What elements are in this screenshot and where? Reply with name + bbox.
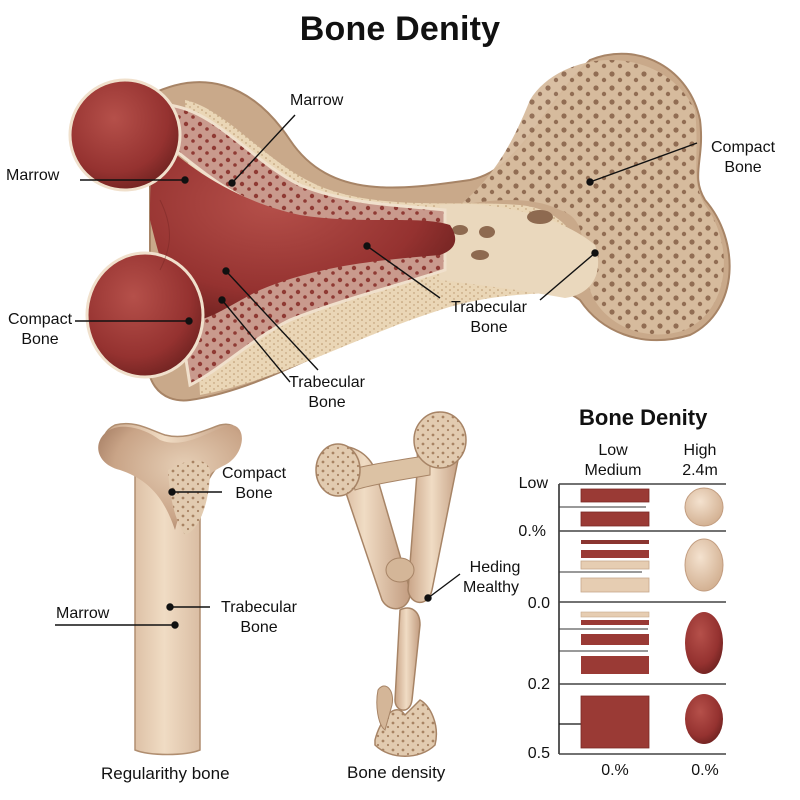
chart-y-label-0.2: 0.2 — [527, 676, 550, 693]
chart-col-header-high: High 2.4m — [682, 442, 718, 479]
density-chart — [558, 483, 726, 755]
label-compact-bone-lower: Compact Bone — [221, 465, 287, 502]
chart-col-header-low-medium: Low Medium — [584, 442, 642, 479]
page-title: Bone Denity — [299, 10, 501, 48]
chart-x-label-1: 0.% — [601, 762, 629, 779]
chart-x-label-2: 0.% — [691, 762, 719, 779]
label-trabecular-bone-right: Trabecular Bone — [451, 299, 527, 336]
label-healing-healthy: Heding Mealthy — [463, 559, 521, 596]
chart-y-label-0pct: 0.% — [518, 523, 546, 540]
middle-leader-line — [424, 573, 461, 602]
label-marrow-left: Marrow — [6, 167, 60, 184]
main-leader-lines — [75, 114, 698, 383]
caption-regular-bone: Regularithy bone — [101, 764, 230, 783]
chart-title: Bone Denity — [579, 405, 708, 430]
chart-y-label-0.0: 0.0 — [527, 595, 550, 612]
label-compact-bone-left: Compact Bone — [7, 311, 73, 348]
fractured-bones-illustration — [315, 411, 467, 757]
caption-bone-density: Bone density — [347, 763, 446, 782]
label-compact-bone-right: Compact Bone — [710, 139, 776, 176]
femur-cross-section — [68, 52, 731, 402]
label-trabecular-bone-lower: Trabecular Bone — [221, 599, 297, 636]
regular-femur-illustration — [98, 423, 242, 756]
chart-y-label-low: Low — [518, 475, 548, 492]
lower-left-leader-lines — [55, 488, 222, 629]
label-marrow-top: Marrow — [290, 92, 344, 109]
label-marrow-lower: Marrow — [56, 605, 110, 622]
chart-y-label-0.5: 0.5 — [527, 745, 550, 762]
label-trabecular-bone-bottom: Trabecular Bone — [289, 374, 365, 411]
